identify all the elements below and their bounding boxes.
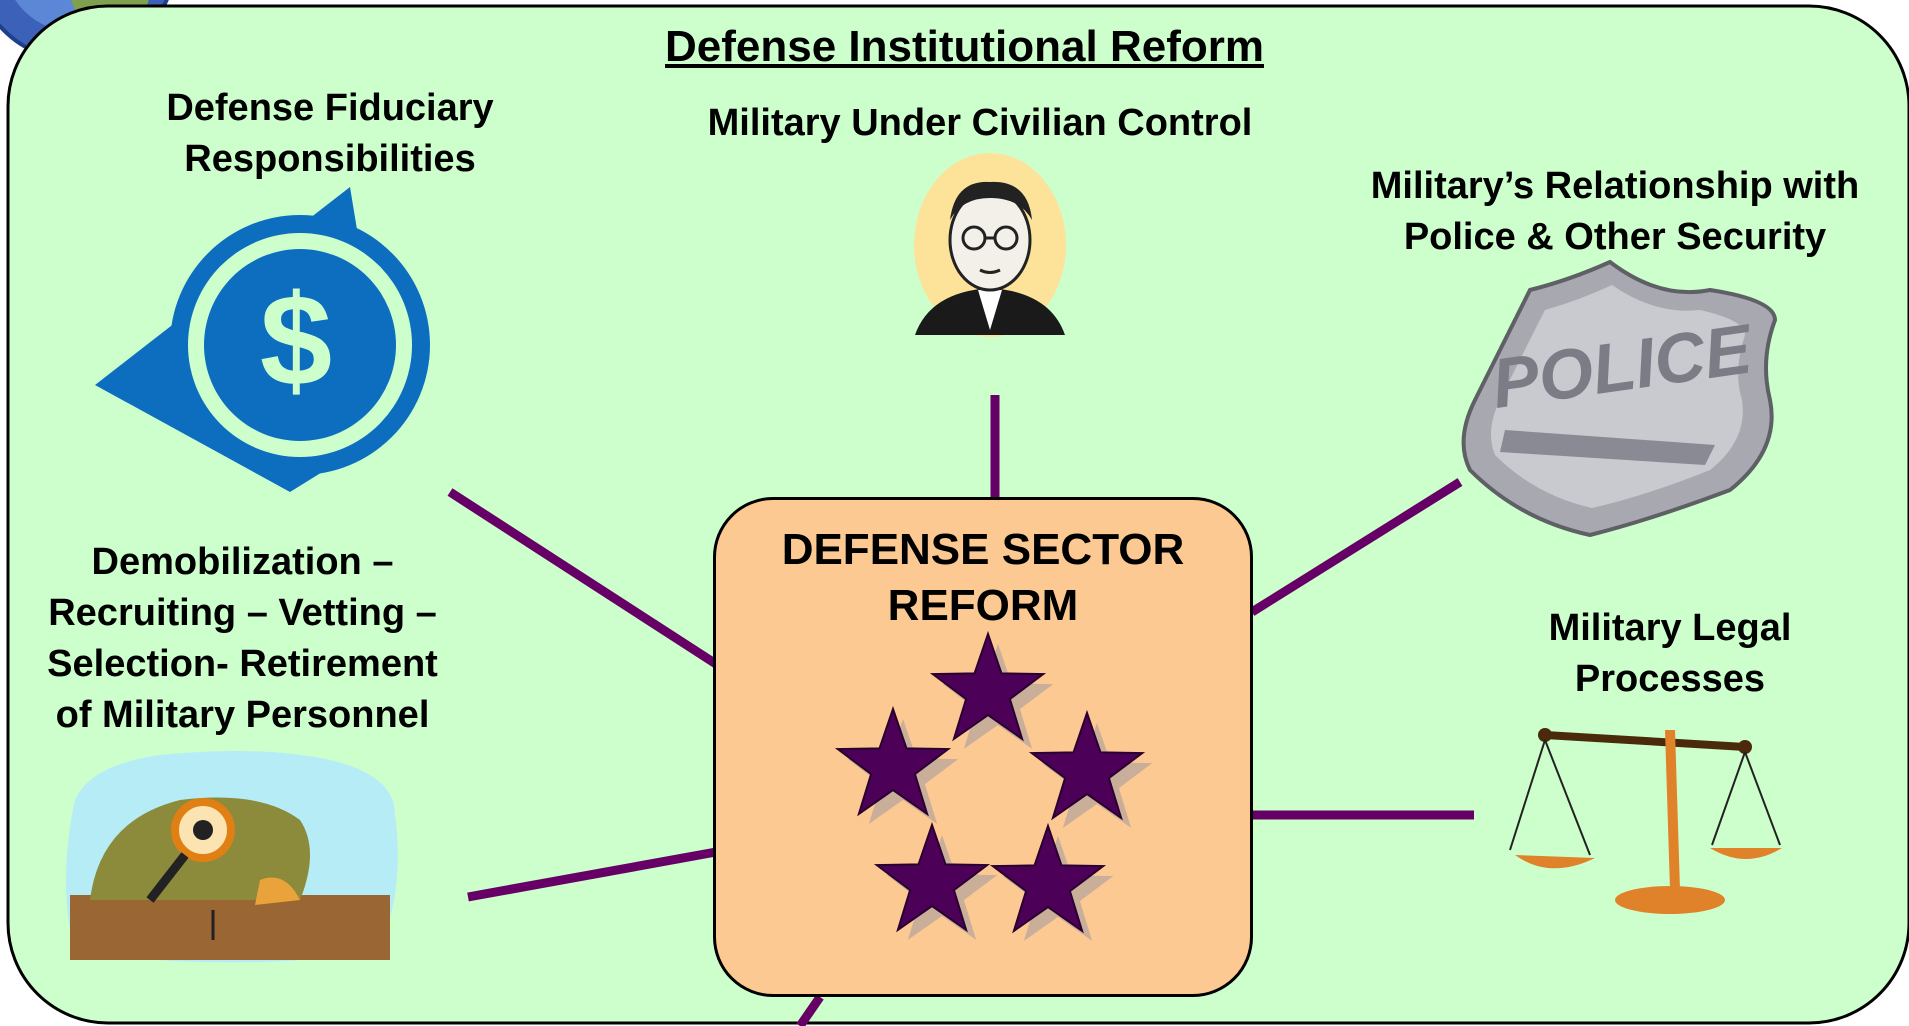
node-personnel-line2: Recruiting – Vetting – [48,592,437,634]
star-icon [834,705,952,817]
node-police-line2: Police & Other Security [1403,216,1827,258]
connector-fiduciary [447,488,719,668]
node-fiduciary-line2: Responsibilities [184,138,476,180]
portrait-icon [914,153,1066,337]
star-icon [929,630,1047,742]
magnifier-icon [66,751,398,963]
node-personnel-line4: of Military Personnel [55,694,430,736]
node-legal-line2: Processes [1574,658,1766,700]
connector-bottom [796,994,824,1026]
node-fiduciary-label: Defense Fiduciary Responsibilities [130,83,530,185]
node-personnel-line3: Selection- Retirement [47,643,438,685]
node-legal-line1: Military Legal [1548,607,1792,649]
node-police-line1: Military’s Relationship with [1370,165,1860,207]
node-personnel-label: Demobilization – Recruiting – Vetting – … [15,537,470,741]
svg-text:$: $ [260,267,332,413]
police-badge-icon: POLICE [1461,259,1778,538]
connectors [447,395,1474,1026]
scales-icon [1509,728,1782,914]
center-title-line1: DEFENSE SECTOR [781,525,1185,574]
stars-group [834,630,1153,941]
center-title: DEFENSE SECTOR REFORM [716,522,1250,634]
node-civilian-line1: Military Under Civilian Control [707,102,1253,144]
connector-police [1249,478,1463,616]
star-icon [989,822,1107,934]
star-icon [873,821,991,933]
node-fiduciary-line1: Defense Fiduciary [166,87,494,129]
node-legal-label: Military Legal Processes [1470,603,1870,705]
node-personnel-line1: Demobilization – [91,541,394,583]
dollar-icon: $ [95,187,430,492]
node-civilian-label: Military Under Civilian Control [660,98,1300,149]
center-node: DEFENSE SECTOR REFORM [713,497,1253,997]
node-police-label: Military’s Relationship with Police & Ot… [1320,161,1909,263]
diagram-title: Defense Institutional Reform [665,22,1264,71]
star-icon [1028,709,1146,821]
connector-personnel [467,847,717,902]
center-title-line2: REFORM [887,581,1079,630]
